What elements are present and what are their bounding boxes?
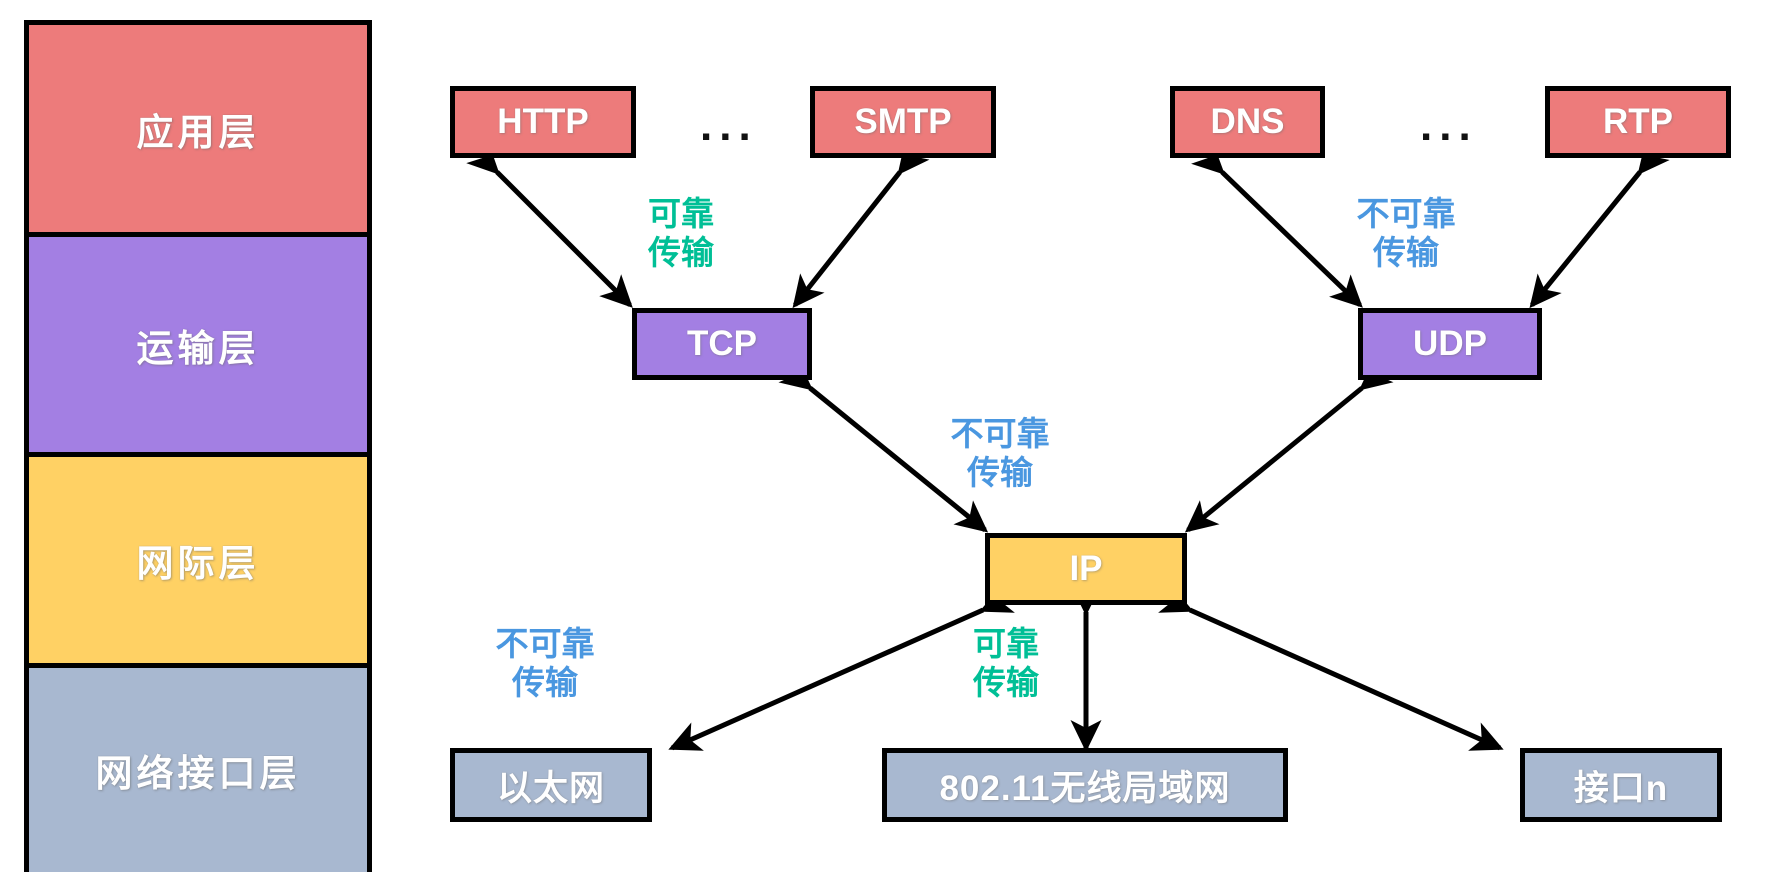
protocol-label-http: HTTP	[497, 102, 589, 141]
layer-label-internet: 网际层	[136, 543, 260, 584]
annotation-ethernet-unreliable: 不可靠 传输	[455, 625, 635, 703]
annotation-tcp-reliable: 可靠 传输	[601, 195, 761, 273]
protocol-label-smtp: SMTP	[854, 102, 952, 141]
layer-cell-application: 应用层	[29, 25, 367, 237]
layer-cell-link: 网络接口层	[29, 668, 367, 872]
annotation-udp-unreliable-line2: 传输	[1373, 233, 1439, 271]
protocol-box-rtp[interactable]: RTP	[1545, 86, 1731, 158]
protocol-box-udp[interactable]: UDP	[1358, 308, 1542, 380]
protocol-label-tcp: TCP	[687, 324, 757, 363]
annotation-wlan-reliable-line2: 传输	[973, 663, 1039, 701]
protocol-label-dns: DNS	[1210, 102, 1285, 141]
arrow-rtp-udp	[1529, 140, 1670, 309]
annotation-udp-unreliable-line1: 不可靠	[1356, 195, 1456, 232]
annotation-ip-unreliable-line2: 传输	[967, 453, 1033, 491]
arrow-ip-interface-n	[1158, 584, 1504, 751]
arrow-smtp-tcp	[792, 140, 930, 309]
layer-label-link: 网络接口层	[95, 753, 301, 794]
protocol-label-rtp: RTP	[1603, 102, 1673, 141]
annotation-ip-unreliable-line1: 不可靠	[950, 415, 1050, 452]
arrow-ip-ethernet	[668, 584, 1015, 751]
interface-box-ethernet[interactable]: 以太网	[450, 748, 652, 822]
protocol-box-http[interactable]: HTTP	[450, 86, 636, 158]
annotation-wlan-reliable-line1: 可靠	[973, 625, 1039, 662]
protocol-label-udp: UDP	[1413, 324, 1487, 363]
layer-label-application: 应用层	[136, 111, 260, 153]
ellipsis-left: ...	[700, 101, 758, 150]
interface-label-wlan: 802.11无线局域网	[939, 768, 1231, 808]
protocol-layer-stack: 应用层 运输层 网际层 网络接口层	[24, 20, 372, 872]
annotation-udp-unreliable: 不可靠 传输	[1316, 195, 1496, 273]
ellipsis-right: ...	[1420, 101, 1478, 150]
annotation-tcp-reliable-line1: 可靠	[648, 195, 714, 232]
annotation-tcp-reliable-line2: 传输	[648, 233, 714, 271]
protocol-box-dns[interactable]: DNS	[1170, 86, 1325, 158]
annotation-ethernet-unreliable-line2: 传输	[512, 663, 578, 701]
arrow-udp-ip	[1184, 358, 1394, 533]
interface-label-interface-n: 接口n	[1573, 768, 1669, 808]
protocol-label-ip: IP	[1069, 549, 1103, 588]
layer-label-transport: 运输层	[136, 327, 260, 369]
annotation-wlan-reliable: 可靠 传输	[940, 625, 1072, 703]
interface-box-wlan[interactable]: 802.11无线局域网	[882, 748, 1288, 822]
interface-box-interface-n[interactable]: 接口n	[1520, 748, 1722, 822]
protocol-box-smtp[interactable]: SMTP	[810, 86, 996, 158]
protocol-box-ip[interactable]: IP	[985, 533, 1187, 605]
annotation-ip-unreliable: 不可靠 传输	[910, 415, 1090, 493]
layer-cell-transport: 运输层	[29, 237, 367, 457]
layer-cell-internet: 网际层	[29, 457, 367, 668]
annotation-ethernet-unreliable-line1: 不可靠	[495, 625, 595, 662]
protocol-box-tcp[interactable]: TCP	[632, 308, 812, 380]
interface-label-ethernet: 以太网	[496, 768, 605, 808]
